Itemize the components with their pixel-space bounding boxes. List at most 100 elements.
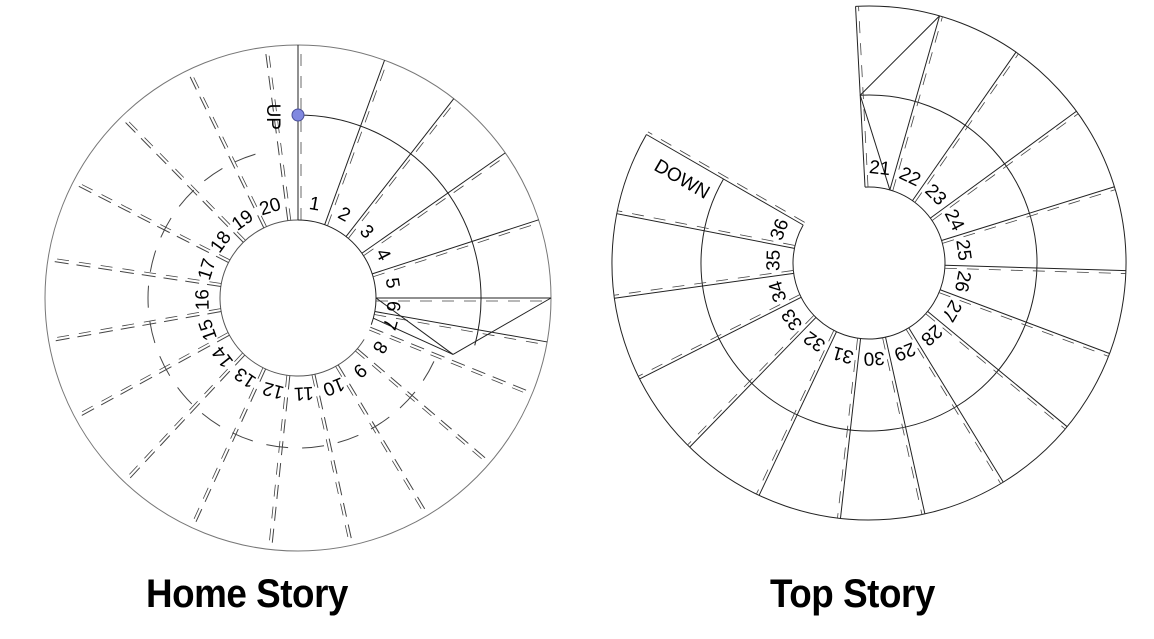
top-step-label: 33 bbox=[778, 304, 807, 333]
home-step-label: 13 bbox=[231, 363, 260, 392]
top-step-label: 36 bbox=[766, 216, 793, 243]
home-dashed-tread-13-nosing bbox=[189, 367, 264, 528]
top-mid-arc bbox=[700, 94, 1038, 432]
home-dashed-tread-14-nosing bbox=[122, 352, 243, 482]
home-step-label: 18 bbox=[206, 227, 235, 256]
home-step-label: 20 bbox=[257, 194, 283, 220]
home-inner-arc bbox=[219, 219, 365, 377]
home-step-label: 1 bbox=[307, 193, 321, 216]
top-tread-line-25 bbox=[941, 186, 1115, 241]
home-step-label: 12 bbox=[260, 377, 286, 403]
top-inner-arc bbox=[792, 186, 946, 340]
top-step-label: 24 bbox=[940, 206, 968, 235]
top-tread-line-21-nosing bbox=[858, 6, 869, 187]
home-dashed-tread-21-nosing bbox=[267, 46, 292, 221]
top-tread-line-27-nosing bbox=[938, 292, 1109, 357]
home-step-label: 9 bbox=[349, 359, 371, 382]
home-dashed-arc bbox=[147, 152, 435, 449]
top-tread-line-33 bbox=[689, 317, 817, 448]
top-tread-line-29 bbox=[908, 327, 1004, 483]
top-tread-line-28-nosing bbox=[925, 313, 1066, 430]
home-step-label: 4 bbox=[371, 245, 395, 264]
home-tread-line-2-nosing bbox=[327, 61, 388, 226]
top-tread-line-37-nosing bbox=[647, 131, 805, 223]
home-step-label: 11 bbox=[293, 382, 314, 404]
home-tread-line-7-nosing bbox=[374, 314, 547, 346]
home-dashed-tread-17-nosing bbox=[48, 257, 222, 284]
home-tread-line-7 bbox=[374, 311, 548, 343]
top-step-label: 31 bbox=[830, 341, 856, 367]
home-dashed-tread-12 bbox=[271, 375, 291, 550]
home-dashed-tread-18 bbox=[72, 182, 229, 264]
top-tread-line-36 bbox=[616, 213, 795, 249]
top-tread-line-26 bbox=[944, 264, 1126, 272]
top-tread-line-34-nosing bbox=[638, 294, 800, 377]
home-dashed-tread-16-nosing bbox=[48, 308, 221, 340]
home-step-label: 6 bbox=[382, 300, 404, 312]
home-dashed-tread-10-nosing bbox=[335, 366, 427, 517]
top-tread-line-30 bbox=[885, 337, 926, 514]
home-tread-line-3 bbox=[345, 98, 455, 237]
top-tread-line-26-nosing bbox=[944, 267, 1126, 274]
top-tread-line-27 bbox=[939, 289, 1110, 354]
top-tread-line-32-nosing bbox=[756, 330, 835, 495]
top-step-label: 32 bbox=[800, 326, 829, 355]
home-step-label: 14 bbox=[208, 341, 238, 371]
top-tread-line-33-nosing bbox=[687, 315, 815, 446]
home-dashed-tread-18-nosing bbox=[73, 180, 231, 261]
top-tread-line-35 bbox=[614, 272, 794, 299]
top-step-label: 34 bbox=[765, 278, 791, 305]
top-landing-diagonal bbox=[859, 95, 891, 191]
top-landing-diagonal bbox=[859, 15, 940, 96]
home-dashed-tread-11 bbox=[314, 374, 354, 546]
top-story-caption: Top Story bbox=[770, 572, 935, 616]
home-tread-line-5 bbox=[372, 219, 539, 275]
home-tread-line-4 bbox=[361, 152, 506, 254]
top-tread-line-24 bbox=[930, 110, 1077, 219]
home-dashed-tread-12-nosing bbox=[268, 375, 288, 550]
home-step-label: 19 bbox=[228, 206, 257, 235]
home-winder-line bbox=[373, 317, 454, 355]
home-step-label: 5 bbox=[381, 276, 403, 290]
top-tread-line-31-nosing bbox=[837, 338, 858, 519]
home-dashed-tread-16 bbox=[48, 311, 222, 343]
home-dashed-tread-15-nosing bbox=[74, 332, 229, 417]
up-direction-label: UP bbox=[262, 104, 283, 130]
top-tread-line-36-nosing bbox=[617, 210, 796, 246]
top-step-label: 23 bbox=[921, 180, 951, 210]
top-step-label: 29 bbox=[891, 337, 918, 364]
top-tread-line-23-nosing bbox=[914, 53, 1019, 203]
home-step-label: 17 bbox=[194, 256, 220, 282]
home-dashed-tread-9 bbox=[356, 348, 491, 463]
home-tread-line-4-nosing bbox=[363, 155, 508, 257]
home-tread-line-3-nosing bbox=[348, 100, 457, 239]
home-winder-line bbox=[452, 297, 552, 355]
home-step-label: 2 bbox=[334, 203, 353, 226]
home-inner-arc-solid bbox=[297, 219, 377, 325]
home-dashed-tread-14 bbox=[125, 354, 246, 484]
home-tread-line-5-nosing bbox=[372, 222, 540, 278]
home-step-label: 10 bbox=[320, 372, 347, 399]
top-tread-line-25-nosing bbox=[942, 189, 1116, 244]
home-step-label: 8 bbox=[368, 337, 391, 357]
home-dashed-tread-13 bbox=[192, 368, 267, 529]
top-step-label: 26 bbox=[950, 269, 975, 294]
home-winder-line bbox=[375, 297, 454, 355]
home-dashed-tread-9-nosing bbox=[355, 350, 489, 465]
home-dashed-tread-17 bbox=[47, 260, 221, 287]
home-mid-arc bbox=[297, 114, 482, 346]
top-tread-line-37 bbox=[646, 134, 804, 226]
top-tread-line-35-nosing bbox=[613, 270, 794, 296]
home-dashed-tread-10 bbox=[337, 364, 429, 516]
home-dashed-tread-15 bbox=[75, 334, 230, 420]
top-tread-line-24-nosing bbox=[931, 113, 1079, 221]
down-direction-label: DOWN bbox=[650, 155, 713, 203]
top-tread-line-34 bbox=[639, 296, 802, 380]
top-tread-line-31 bbox=[839, 338, 862, 519]
top-tread-line-32 bbox=[758, 331, 837, 496]
home-dashed-tread-20-nosing bbox=[189, 69, 267, 227]
